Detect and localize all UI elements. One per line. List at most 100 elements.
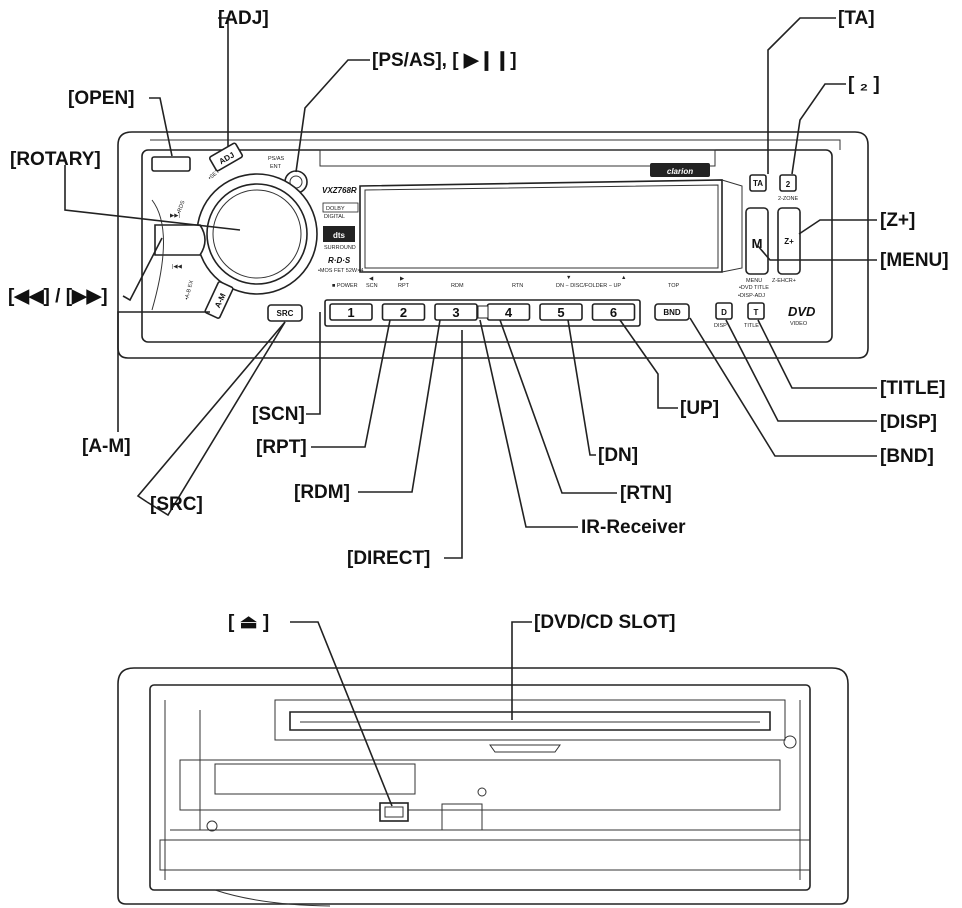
- brand-plate: [650, 163, 710, 177]
- preset-button-3[interactable]: 3: [434, 303, 478, 321]
- callout-open: [OPEN]: [68, 88, 135, 109]
- callout-direct: [DIRECT]: [347, 548, 430, 569]
- display-window: [359, 179, 723, 273]
- brand-logo: clarion: [667, 167, 693, 176]
- callout-scn: [SCN]: [252, 404, 305, 425]
- callout-z-plus: [Z+]: [880, 210, 915, 231]
- prev-icon: |◀◀: [172, 264, 183, 270]
- front-callout-lines: [64, 17, 877, 559]
- bnd-button[interactable]: BND: [654, 303, 690, 321]
- eject-button[interactable]: [379, 802, 409, 822]
- rds-logo: R·D·S: [328, 256, 351, 265]
- zone-button[interactable]: 2: [779, 174, 797, 192]
- preset-button-2[interactable]: 2: [381, 303, 426, 321]
- rotary-knob[interactable]: [196, 173, 318, 295]
- d-button[interactable]: D: [715, 302, 733, 320]
- zplus-button[interactable]: Z+: [777, 207, 801, 275]
- ta-button[interactable]: TA: [749, 174, 767, 192]
- menu-label: MENU: [746, 278, 762, 284]
- callout-menu: [MENU]: [880, 250, 949, 271]
- svg-text:SRC: SRC: [277, 309, 294, 318]
- svg-text:BND: BND: [663, 308, 681, 317]
- func-label-rdm: RDM: [451, 283, 464, 289]
- svg-text:3: 3: [452, 305, 459, 320]
- zenhcr-label: Z-EHCR+: [772, 278, 796, 284]
- front-panel: clarion PS/AS ENT VXZ768R DOLBY DIGITAL …: [117, 131, 869, 359]
- dvd-cd-slot: [289, 711, 771, 731]
- callout-rotary: [ROTARY]: [10, 149, 101, 170]
- func-label-top: TOP: [668, 283, 680, 289]
- svg-text:Z+: Z+: [784, 237, 794, 246]
- ent-label: ENT: [270, 164, 282, 170]
- disp-adj-label: •DISP-ADJ: [738, 293, 765, 299]
- callout-rtn: [RTN]: [620, 483, 672, 504]
- callout-a-m: [A-M]: [82, 436, 131, 457]
- svg-text:DIGITAL: DIGITAL: [324, 214, 345, 220]
- callout-dn: [DN]: [598, 445, 638, 466]
- zone-label: 2-ZONE: [778, 196, 799, 202]
- callout-adj: [ADJ]: [218, 8, 269, 29]
- callout-dvd-cd-slot: [DVD/CD SLOT]: [534, 612, 675, 633]
- svg-text:TA: TA: [753, 179, 763, 188]
- svg-text:1: 1: [347, 305, 354, 320]
- preset-button-6[interactable]: 6: [591, 303, 636, 321]
- svg-text:T: T: [754, 308, 759, 317]
- model-label: VXZ768R: [322, 186, 357, 195]
- svg-text:D: D: [721, 308, 727, 317]
- preset-button-1[interactable]: 1: [329, 303, 373, 321]
- callout-title: [TITLE]: [880, 378, 945, 399]
- front-callout-texts: [ADJ] [TA] [PS/AS], [ ▶❙❙] [ ₂ ] [OPEN] …: [8, 8, 949, 569]
- svg-text:2: 2: [786, 180, 791, 189]
- callout-zone: [ ₂ ]: [848, 74, 880, 95]
- svg-text:▼: ▼: [566, 275, 571, 281]
- callout-ps-as: [PS/AS], [ ▶❙❙]: [372, 50, 517, 71]
- svg-text:DOLBY: DOLBY: [326, 206, 345, 212]
- rds-label: •RDS: [176, 200, 186, 215]
- svg-text:6: 6: [610, 305, 617, 320]
- open-button[interactable]: [151, 156, 191, 172]
- callout-eject: [ ⏏ ]: [228, 612, 269, 633]
- adj-button[interactable]: ADJ: [208, 142, 244, 172]
- svg-text:◀: ◀: [369, 276, 374, 282]
- dts-logo: dts SURROUND: [323, 226, 356, 251]
- t-button[interactable]: T: [747, 302, 765, 320]
- open-view: [117, 667, 849, 907]
- dvd-title-label: •DVD TITLE: [739, 285, 769, 291]
- power-label: ■ POWER: [332, 283, 358, 289]
- callout-prev-next: [◀◀] / [▶▶]: [8, 286, 108, 307]
- ir-receiver-window: [477, 305, 489, 319]
- video-label: VIDEO: [790, 321, 808, 327]
- title-label: TITLE: [744, 323, 759, 329]
- svg-text:M: M: [752, 236, 763, 251]
- callout-ta: [TA]: [838, 8, 875, 29]
- svg-text:4: 4: [505, 305, 513, 320]
- callout-ir-receiver: IR-Receiver: [581, 517, 686, 538]
- svg-text:5: 5: [557, 305, 564, 320]
- callout-up: [UP]: [680, 398, 719, 419]
- callout-rpt: [RPT]: [256, 437, 307, 458]
- svg-text:dts: dts: [333, 231, 346, 240]
- svg-text:2: 2: [400, 305, 407, 320]
- ab-ex-label: •A-B EX: [184, 279, 195, 300]
- preset-button-5[interactable]: 5: [539, 303, 583, 321]
- am-button[interactable]: A-M: [204, 281, 234, 319]
- open-callout-lines: [290, 621, 532, 807]
- callout-bnd: [BND]: [880, 446, 934, 467]
- func-label-rtn: RTN: [512, 283, 523, 289]
- svg-text:SURROUND: SURROUND: [324, 245, 356, 251]
- preset-button-4[interactable]: 4: [486, 303, 531, 321]
- dolby-logo: DOLBY DIGITAL: [322, 202, 359, 220]
- next-icon: ▶▶|: [170, 213, 180, 219]
- callout-rdm: [RDM]: [294, 482, 350, 503]
- m-button[interactable]: M: [745, 207, 769, 275]
- ps-as-label: PS/AS: [268, 156, 285, 162]
- svg-text:▲: ▲: [621, 275, 626, 281]
- disp-label: DISP: [714, 323, 727, 329]
- dvd-logo: DVD: [788, 304, 816, 319]
- func-label-disc-folder: DN − DISC/FOLDER − UP: [556, 283, 621, 289]
- func-label-rpt: RPT: [398, 283, 410, 289]
- src-button[interactable]: SRC: [267, 304, 303, 322]
- mosfet-label: •MOS FET 52W×4: [318, 268, 363, 274]
- callout-src: [SRC]: [150, 494, 203, 515]
